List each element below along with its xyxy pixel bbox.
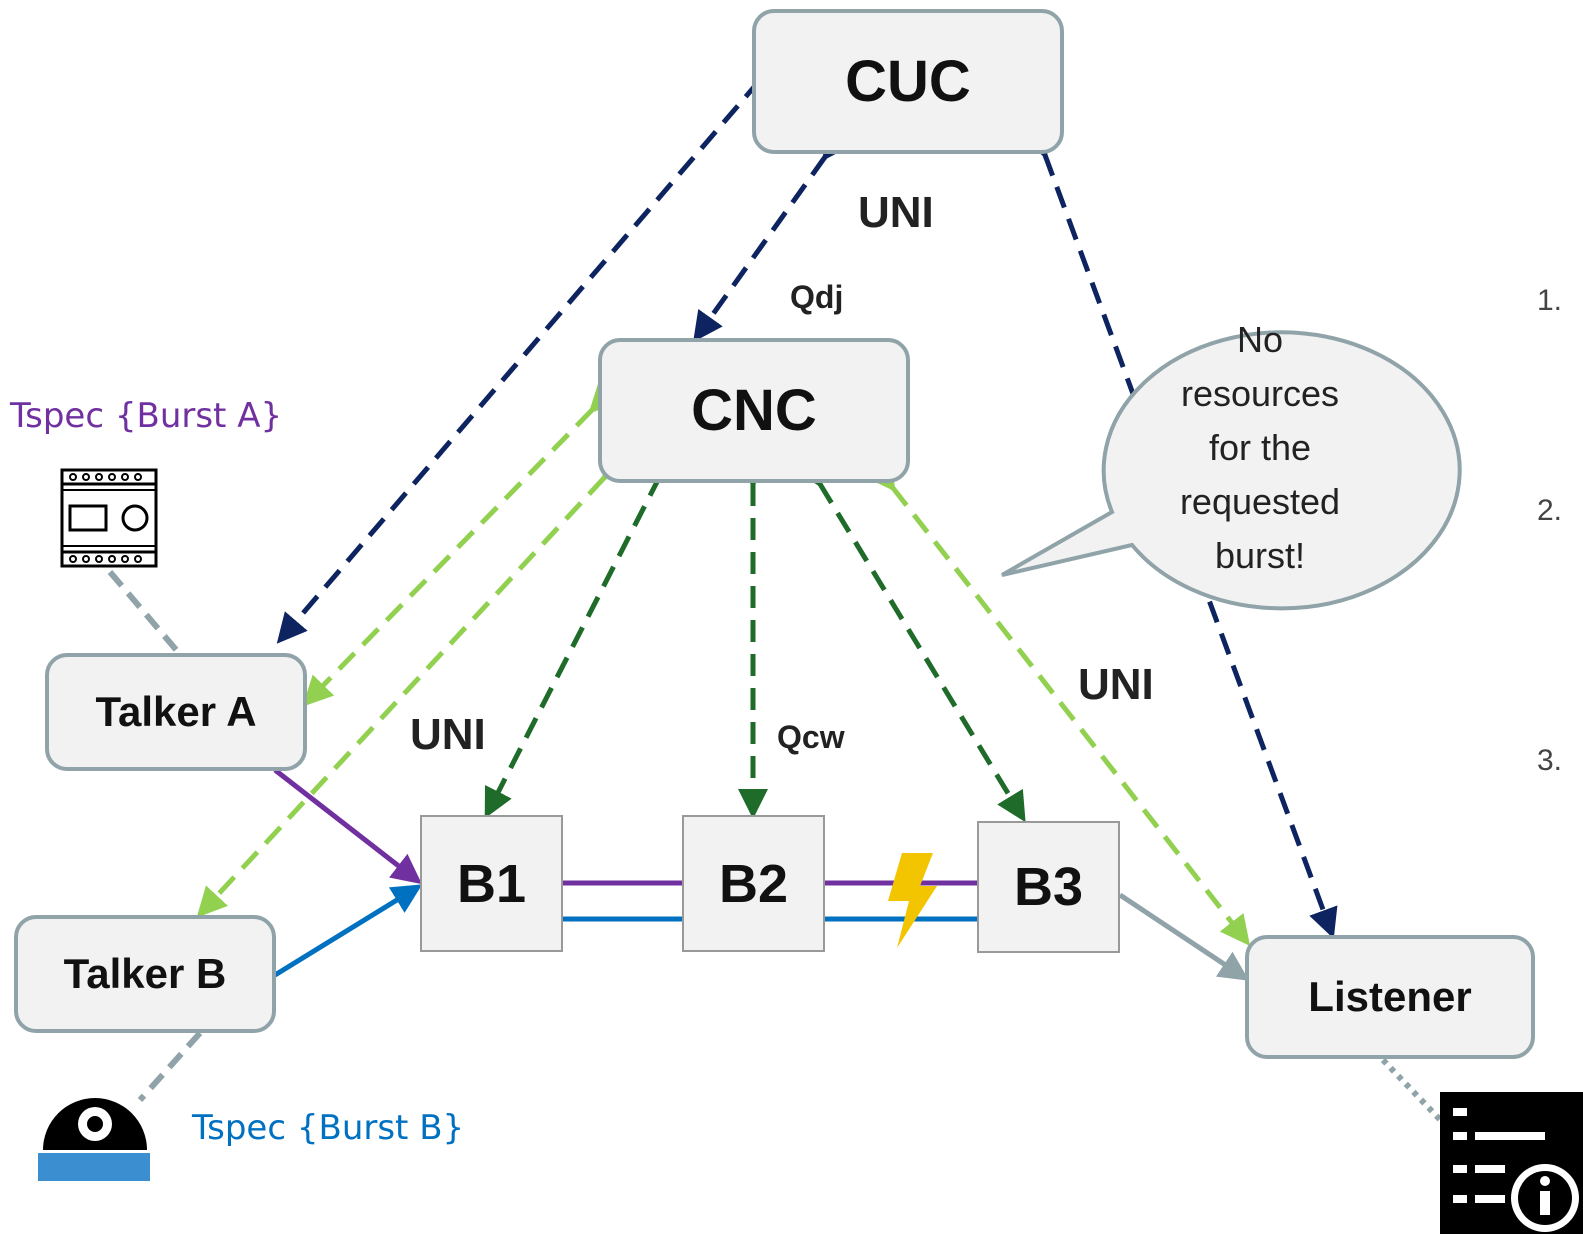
uni-label-top: UNI	[858, 188, 934, 237]
qcw-label: Qcw	[777, 719, 845, 755]
uni-label-left: UNI	[410, 710, 486, 759]
talker-b-node: Talker B	[14, 915, 276, 1033]
callout-line-2: resources	[1180, 373, 1340, 414]
callout-message: No resources for the requested burst!	[1110, 313, 1410, 583]
camera-icon	[38, 1098, 150, 1181]
listener-node: Listener	[1245, 935, 1535, 1059]
callout-line-5: burst!	[1214, 535, 1306, 576]
listener-device-link	[1380, 1057, 1451, 1131]
talker-a-stream	[273, 768, 422, 885]
bridge-b2: B2	[682, 815, 825, 952]
bridge-b3: B3	[977, 821, 1120, 953]
side-list-item-2: 2.	[1537, 494, 1563, 527]
side-list-item-1: 1.	[1537, 284, 1563, 317]
cuc-cnc-link	[693, 127, 852, 343]
io-module-icon	[60, 468, 158, 568]
cnc-listener-link	[865, 459, 1251, 946]
b3-listener-stream	[1118, 892, 1250, 981]
bridge-b1: B1	[420, 815, 563, 952]
talker-a-device-link	[107, 570, 181, 654]
cnc-b1-link	[484, 446, 685, 819]
tspec-burst-b: Tspec {Burst B}	[192, 1108, 465, 1148]
cnc-b3-link	[794, 454, 1026, 823]
cnc-talker-b-link	[196, 449, 632, 918]
callout-line-1: No	[1236, 319, 1284, 360]
talker-b-device-link	[137, 1030, 203, 1103]
lightning-icon	[888, 853, 937, 948]
tspec-burst-a: Tspec {Burst A}	[10, 396, 283, 436]
callout-line-3: for the	[1208, 427, 1312, 468]
talker-b-stream	[273, 884, 423, 978]
info-display-icon	[1440, 1092, 1583, 1234]
qdj-label: Qdj	[790, 279, 844, 315]
callout-line-4: requested	[1179, 481, 1341, 522]
talker-a-node: Talker A	[45, 653, 307, 771]
callout-bubble	[1001, 330, 1462, 611]
cuc-node: CUC	[752, 9, 1064, 154]
cnc-node: CNC	[598, 338, 910, 483]
side-list-item-3: 3.	[1537, 744, 1563, 777]
uni-label-right: UNI	[1078, 660, 1154, 709]
